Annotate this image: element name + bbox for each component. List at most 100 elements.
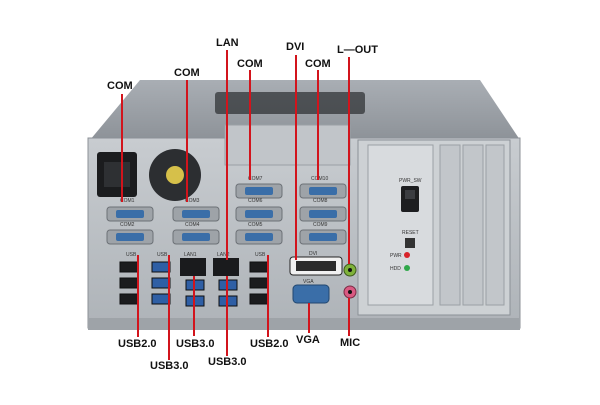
panel-label-hdd-led: HDD bbox=[390, 266, 401, 272]
panel-label-com7: COM7 bbox=[248, 176, 263, 182]
callout-com-mid: COM bbox=[174, 67, 200, 79]
panel-label-com1: COM1 bbox=[120, 198, 135, 204]
panel-label-reset: RESET bbox=[402, 230, 419, 236]
panel-label-com10: COM10 bbox=[311, 176, 328, 182]
fan-hub bbox=[166, 166, 184, 184]
leader-com-right bbox=[317, 70, 319, 180]
io-bracket bbox=[224, 124, 351, 166]
com-port-connector bbox=[116, 210, 144, 218]
io-card-plate bbox=[367, 144, 434, 306]
com-port-3 bbox=[172, 206, 220, 222]
leader-usb20-right bbox=[267, 255, 269, 337]
leader-line-out bbox=[348, 57, 350, 264]
panel-label-com6: COM6 bbox=[248, 198, 263, 204]
usb-port-2-1 bbox=[151, 261, 171, 273]
power-switch-rocker bbox=[405, 190, 415, 199]
lan2-port bbox=[213, 258, 239, 276]
callout-mic: MIC bbox=[340, 337, 361, 349]
usb-port-5-1 bbox=[249, 261, 269, 273]
mic-jack-hole bbox=[348, 290, 352, 294]
com-port-10 bbox=[299, 183, 347, 199]
callout-com-center: COM bbox=[237, 58, 263, 70]
com-port-group bbox=[106, 183, 347, 245]
callout-com-left: COM bbox=[107, 80, 133, 92]
lan1-port bbox=[180, 258, 206, 276]
usb-port-5-3 bbox=[249, 293, 269, 305]
panel-label-com4: COM4 bbox=[185, 222, 200, 228]
com-port-connector bbox=[245, 233, 273, 241]
com-port-connector bbox=[245, 210, 273, 218]
callout-usb20-left: USB2.0 bbox=[118, 338, 157, 350]
chassis-base bbox=[88, 318, 520, 330]
callout-usb20-right: USB2.0 bbox=[250, 338, 289, 350]
usb-port-4-2 bbox=[218, 295, 238, 307]
panel-label-com9: COM9 bbox=[313, 222, 328, 228]
com-port-4 bbox=[172, 229, 220, 245]
leader-usb30-mid-lower bbox=[226, 276, 228, 356]
panel-label-vga: VGA bbox=[303, 279, 314, 285]
panel-label-com2: COM2 bbox=[120, 222, 135, 228]
usb-port-3-2 bbox=[185, 295, 205, 307]
com-port-connector bbox=[309, 187, 337, 195]
com-port-1 bbox=[106, 206, 154, 222]
panel-label-pwr-sw: PWR_SW bbox=[399, 178, 422, 184]
panel-label-usb-b: USB bbox=[157, 252, 168, 258]
leader-usb30-mid-upper bbox=[193, 276, 195, 336]
callout-usb30-mid-upper: USB3.0 bbox=[176, 338, 215, 350]
callout-dvi: DVI bbox=[286, 41, 305, 53]
com-port-connector bbox=[309, 233, 337, 241]
slot-cover-3 bbox=[485, 144, 505, 306]
callout-vga: VGA bbox=[296, 334, 320, 346]
leader-lan bbox=[226, 50, 228, 260]
usb-port-1-3 bbox=[119, 293, 139, 305]
leader-usb30-left bbox=[168, 255, 170, 360]
leader-dvi bbox=[295, 55, 297, 260]
leader-usb20-left bbox=[137, 255, 139, 337]
power-inlet-socket bbox=[104, 162, 130, 187]
panel-label-usb-a: USB bbox=[126, 252, 137, 258]
callout-com-right: COM bbox=[305, 58, 331, 70]
com-port-connector bbox=[309, 210, 337, 218]
leader-com-center bbox=[249, 70, 251, 180]
panel-label-usb-c: USB bbox=[255, 252, 266, 258]
leader-com-mid bbox=[186, 80, 188, 202]
slot-cover-2 bbox=[462, 144, 484, 306]
com-port-9 bbox=[299, 229, 347, 245]
panel-label-pwr-led: PWR bbox=[390, 253, 402, 259]
line-out-jack-hole bbox=[348, 268, 352, 272]
top-vent-grille bbox=[215, 92, 365, 114]
com-port-2 bbox=[106, 229, 154, 245]
com-port-5 bbox=[235, 229, 283, 245]
panel-label-dvi: DVI bbox=[309, 251, 317, 257]
com-port-7 bbox=[235, 183, 283, 199]
com-port-connector bbox=[245, 187, 273, 195]
usb-port-4-1 bbox=[218, 279, 238, 291]
panel-label-com3: COM3 bbox=[185, 198, 200, 204]
leader-com-left bbox=[121, 94, 123, 202]
callout-usb30-left: USB3.0 bbox=[150, 360, 189, 372]
usb-port-group bbox=[119, 261, 269, 307]
com-port-6 bbox=[235, 206, 283, 222]
usb-port-2-2 bbox=[151, 277, 171, 289]
power-led bbox=[404, 252, 410, 258]
leader-vga bbox=[308, 303, 310, 333]
hdd-led bbox=[404, 265, 410, 271]
callout-lan: LAN bbox=[216, 37, 239, 49]
panel-label-lan1: LAN1 bbox=[184, 252, 197, 258]
usb-port-1-2 bbox=[119, 277, 139, 289]
com-port-connector bbox=[116, 233, 144, 241]
dvi-port-pins bbox=[296, 261, 336, 271]
slot-cover-1 bbox=[439, 144, 461, 306]
callout-usb30-mid-lower: USB3.0 bbox=[208, 356, 247, 368]
panel-label-com8: COM8 bbox=[313, 198, 328, 204]
usb-port-1-1 bbox=[119, 261, 139, 273]
com-port-connector bbox=[182, 210, 210, 218]
leader-mic bbox=[348, 298, 350, 336]
usb-port-3-1 bbox=[185, 279, 205, 291]
panel-label-lan2: LAN2 bbox=[217, 252, 230, 258]
com-port-8 bbox=[299, 206, 347, 222]
usb-port-5-2 bbox=[249, 277, 269, 289]
reset-button bbox=[405, 238, 415, 248]
